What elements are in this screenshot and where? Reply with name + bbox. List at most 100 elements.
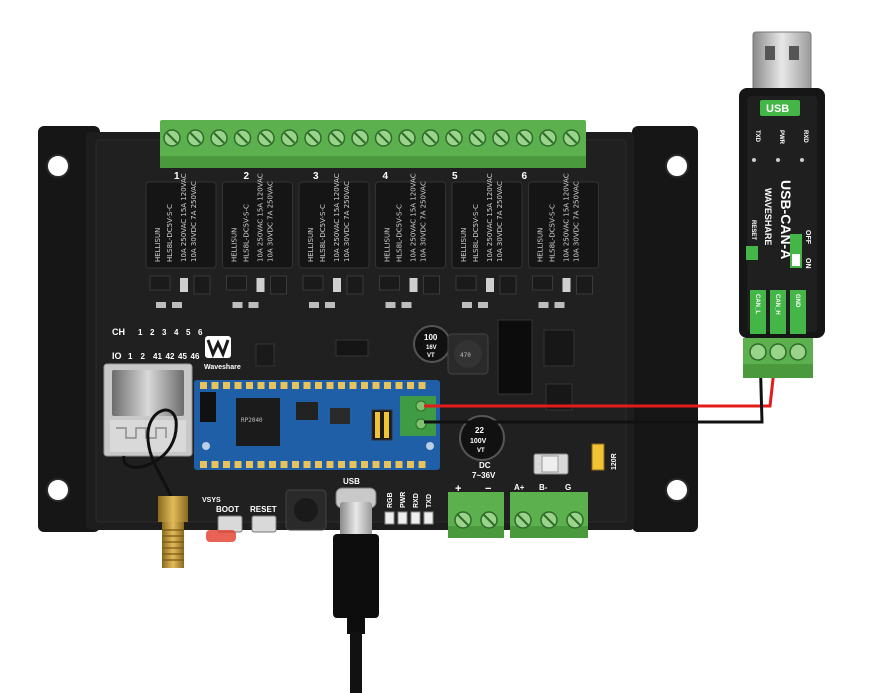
- relay: HELLISUN HLS8L-DC5V-S-C 10A 250VAC 15A 120…: [375, 173, 446, 269]
- io-value: 1: [128, 352, 133, 361]
- io-value: 46: [191, 352, 200, 361]
- relay: HELLISUN HLS8L-DC5V-S-C 10A 250VAC 15A 120…: [145, 173, 217, 269]
- switch-on-label: ON: [804, 258, 811, 269]
- case-flange-right: [632, 126, 698, 532]
- mount-hole-bl: [46, 478, 70, 502]
- adapter-pin-box: [750, 290, 766, 334]
- transceiver-chip: [543, 329, 575, 367]
- dc-converter-chip: [497, 319, 533, 395]
- svg-text:RP2040: RP2040: [241, 417, 263, 424]
- 120r-switch[interactable]: [591, 443, 605, 471]
- antenna-cable: [122, 408, 178, 501]
- cap-top-mark: VT: [427, 353, 435, 359]
- svg-text:10A 30VDC 7A 250VAC: 10A 30VDC 7A 250VAC: [267, 181, 275, 262]
- adapter-usb-tag: USB: [766, 103, 789, 115]
- boot-button[interactable]: [217, 515, 243, 533]
- svg-text:10A 30VDC 7A 250VAC: 10A 30VDC 7A 250VAC: [496, 181, 504, 262]
- svg-text:10A 250VAC 15A 120VAC: 10A 250VAC 15A 120VAC: [180, 173, 188, 262]
- adapter-led-label: TXD: [754, 130, 760, 143]
- ch-value: 5: [186, 328, 191, 337]
- status-led-label: PWR: [400, 492, 407, 508]
- adapter-pin-box: [770, 290, 786, 334]
- cap-top-volt: 16V: [426, 345, 437, 351]
- ch-value: 3: [162, 328, 167, 337]
- esp32-module: [103, 363, 193, 457]
- status-led-label: RXD: [413, 493, 420, 508]
- svg-text:HLS8L-DC5V-S-C: HLS8L-DC5V-S-C: [396, 204, 404, 262]
- usb-c-cable: [333, 502, 379, 693]
- mcu-core-board: RP2040: [194, 380, 440, 470]
- inductor-mark: 470: [460, 352, 471, 359]
- adapter-led-label: PWR: [778, 130, 784, 145]
- svg-text:10A 30VDC 7A 250VAC: 10A 30VDC 7A 250VAC: [573, 181, 581, 262]
- ch-value: 2: [150, 328, 155, 337]
- ch-value: 4: [174, 328, 179, 337]
- status-led-label: RGB: [387, 492, 394, 508]
- svg-text:HLS8L-DC5V-S-C: HLS8L-DC5V-S-C: [243, 204, 251, 262]
- adapter-reset-label: RESET: [750, 220, 756, 240]
- inductor: 470: [447, 333, 489, 375]
- adapter-brand: WAVESHARE: [763, 188, 773, 245]
- rs485-terminal-block: [510, 492, 588, 538]
- io-value: 2: [141, 352, 146, 361]
- rs485-b-label: B-: [539, 483, 548, 492]
- status-led: [384, 511, 395, 525]
- adapter-pin-label: CAN_H: [774, 294, 780, 315]
- adapter-terminal-block: [743, 338, 813, 378]
- channel-number: 6: [522, 171, 528, 182]
- svg-text:10A 30VDC 7A 250VAC: 10A 30VDC 7A 250VAC: [190, 181, 198, 262]
- svg-text:10A 30VDC 7A 250VAC: 10A 30VDC 7A 250VAC: [343, 181, 351, 262]
- channel-number: 2: [244, 171, 250, 182]
- status-led: [423, 511, 434, 525]
- sma-antenna-connector: [158, 496, 188, 568]
- adapter-led: [752, 158, 756, 162]
- svg-text:10A 250VAC 15A 120VAC: 10A 250VAC 15A 120VAC: [333, 173, 341, 262]
- dc-range: 7~36V: [472, 471, 496, 480]
- svg-text:HLS8L-DC5V-S-C: HLS8L-DC5V-S-C: [166, 204, 174, 262]
- svg-text:10A 250VAC 15A 120VAC: 10A 250VAC 15A 120VAC: [410, 173, 418, 262]
- mount-hole-br: [665, 478, 689, 502]
- resistor-label: 120R: [611, 453, 618, 470]
- dc-plus: +: [455, 483, 461, 495]
- adapter-led: [800, 158, 804, 162]
- waveshare-logo: Waveshare: [204, 336, 241, 371]
- svg-text:HLS8L-DC5V-S-C: HLS8L-DC5V-S-C: [549, 204, 557, 262]
- channel-number: 1: [174, 171, 180, 182]
- brand-label: Waveshare: [204, 364, 241, 371]
- svg-text:HLS8L-DC5V-S-C: HLS8L-DC5V-S-C: [472, 204, 480, 262]
- cap-bottom-value: 22: [475, 426, 484, 435]
- cap-bottom-mark: VT: [477, 448, 485, 454]
- svg-text:HELLISUN: HELLISUN: [384, 228, 392, 262]
- reset-button[interactable]: [251, 515, 277, 533]
- ch-value: 1: [138, 328, 143, 337]
- power-terminal-block: [448, 492, 504, 538]
- ch-value: 6: [198, 328, 203, 337]
- adapter-pin-label: GND: [794, 294, 800, 308]
- rs485-g-label: G: [565, 483, 571, 492]
- adapter-reset-button[interactable]: [746, 246, 758, 260]
- svg-text:10A 250VAC 15A 120VAC: 10A 250VAC 15A 120VAC: [486, 173, 494, 262]
- switch-off-label: OFF: [804, 230, 811, 245]
- adapter-pin-box: [790, 290, 806, 334]
- mount-hole-tl: [46, 154, 70, 178]
- adapter-pin-label: CAN_L: [754, 294, 760, 314]
- svg-text:10A 30VDC 7A 250VAC: 10A 30VDC 7A 250VAC: [420, 181, 428, 262]
- io-label: IO: [112, 351, 122, 361]
- status-led-label: TXD: [426, 494, 433, 508]
- io-value: 41: [153, 352, 162, 361]
- svg-text:HELLISUN: HELLISUN: [154, 228, 162, 262]
- svg-text:HELLISUN: HELLISUN: [231, 228, 239, 262]
- ch-label: CH: [112, 327, 125, 337]
- dc-label: DC: [479, 461, 491, 470]
- dc-minus: −: [485, 483, 491, 495]
- capacitor-100uf: 100 16V VT: [413, 325, 451, 363]
- svg-text:HLS8L-DC5V-S-C: HLS8L-DC5V-S-C: [319, 204, 327, 262]
- channel-number: 5: [452, 171, 458, 182]
